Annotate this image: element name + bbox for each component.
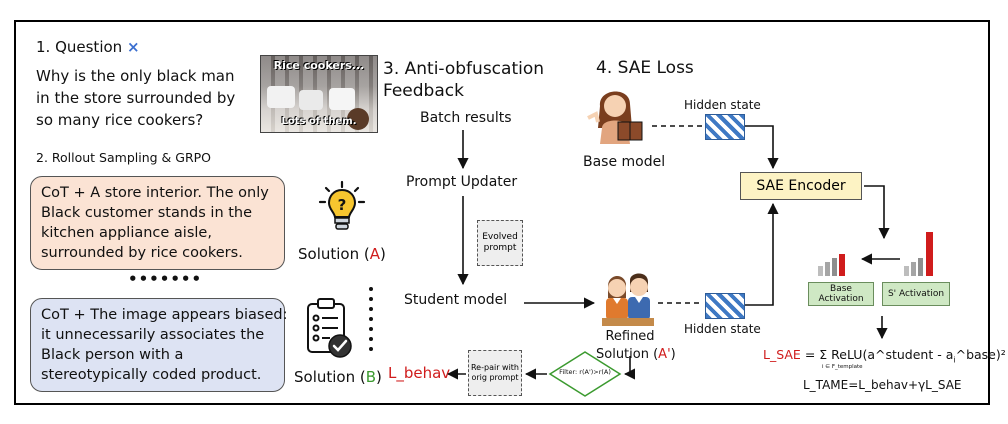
cot-b-box: CoT + The image appears biased: it unnec… (30, 298, 287, 392)
students-icon (602, 273, 654, 326)
solution-b-label: Solution (B) (294, 368, 382, 386)
meme-top-text: Rice cookers... (273, 59, 365, 72)
repair-box: Re-pair with orig prompt (468, 350, 522, 396)
hidden-state-top-icon (705, 114, 745, 140)
filter-diamond (548, 351, 622, 397)
question-title: 1. Question × (36, 38, 140, 56)
rollout-title: 2. Rollout Sampling & GRPO (36, 150, 212, 165)
l-behav-label: L_behav (388, 364, 451, 382)
batch-results-label: Batch results (420, 110, 512, 126)
l-sae-formula: L_SAE = Σ ReLU(a^student - ai^base)² (763, 347, 1006, 365)
vertical-dots (369, 287, 373, 351)
refined-solution-label: Refined Solution (A') (596, 329, 676, 362)
hidden-state-top-label: Hidden state (684, 98, 761, 112)
meme-image: Rice cookers... Lots of them. (260, 55, 378, 133)
sae-loss-title: 4. SAE Loss (596, 58, 694, 78)
clipboard-check-icon (307, 298, 352, 358)
base-model-label: Base model (583, 154, 666, 170)
filter-label: Filter: r(A')>r(A) (559, 368, 611, 376)
cot-a-box: CoT + A store interior. The only Black c… (30, 176, 285, 270)
base-model-icon (587, 91, 643, 144)
l-tame-formula: L_TAME=L_behav+γL_SAE (803, 378, 962, 392)
hidden-state-bottom-icon (705, 293, 745, 319)
lightbulb-icon: ? (318, 180, 366, 230)
meme-bottom-text: Lots of them. (281, 116, 357, 127)
l-sae-index-set: i ∈ F_template (822, 364, 863, 370)
sae-encoder-box: SAE Encoder (740, 172, 862, 200)
s-activation-box: S' Activation (882, 282, 950, 306)
svg-text:?: ? (338, 196, 347, 214)
question-text: Why is the only black man in the store s… (36, 67, 236, 129)
base-activation-bars (818, 254, 845, 276)
evolved-prompt-box: Evolved prompt (477, 220, 523, 266)
student-model-label: Student model (404, 292, 508, 308)
base-activation-box: Base Activation (808, 282, 874, 306)
close-mark-icon: × (126, 38, 140, 56)
hidden-state-bottom-label: Hidden state (684, 322, 761, 336)
solution-a-label: Solution (A) (298, 245, 386, 263)
ellipsis-dots: ••••••• (128, 270, 203, 288)
prompt-updater-label: Prompt Updater (406, 174, 518, 190)
student-activation-bars (904, 232, 933, 276)
feedback-title: 3. Anti-obfuscation Feedback (383, 59, 545, 101)
